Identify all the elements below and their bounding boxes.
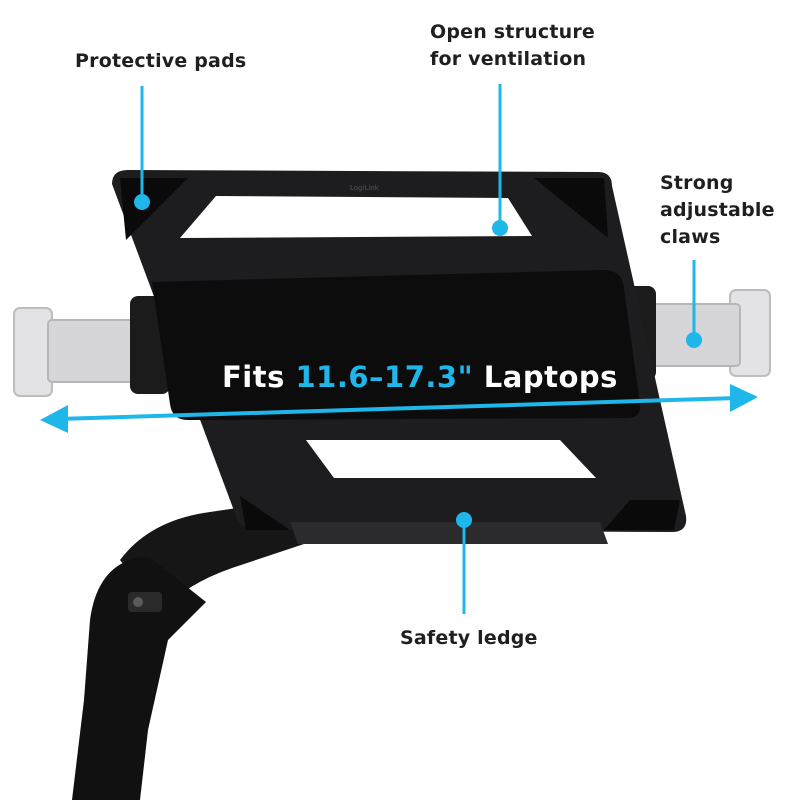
safety-ledge xyxy=(290,522,608,544)
vent-slot-top xyxy=(180,196,532,238)
pointer-dot-icon xyxy=(134,194,150,210)
corner-pad-bottom-right xyxy=(604,500,680,530)
width-arrow-icon xyxy=(40,384,758,433)
pointer-dot-icon xyxy=(456,512,472,528)
callout-open-structure: Open structure for ventilation xyxy=(430,19,595,73)
callout-claws: Strong adjustable claws xyxy=(660,170,775,251)
callout-claws-line3: claws xyxy=(660,226,721,248)
corner-pad-top-left xyxy=(120,178,188,240)
callout-lines xyxy=(140,84,696,614)
brand-mark: LogiLink xyxy=(350,184,380,192)
callout-safety-ledge-text: Safety ledge xyxy=(400,627,538,649)
tray-plate: LogiLink xyxy=(112,170,687,544)
callout-open-structure-line1: Open structure xyxy=(430,21,595,43)
fits-size-range: 11.6–17.3" xyxy=(295,360,474,394)
callout-dots xyxy=(134,194,702,528)
callout-protective-pads: Protective pads xyxy=(75,48,246,75)
fits-headline: Fits 11.6–17.3" Laptops xyxy=(222,360,618,394)
pointer-dot-icon xyxy=(492,220,508,236)
corner-pad-bottom-left xyxy=(240,496,290,530)
corner-pad-top-right xyxy=(534,178,608,238)
fits-prefix: Fits xyxy=(222,360,296,394)
callout-claws-line2: adjustable xyxy=(660,199,775,221)
callout-safety-ledge: Safety ledge xyxy=(400,625,538,652)
pointer-dot-icon xyxy=(686,332,702,348)
callout-claws-line1: Strong xyxy=(660,172,734,194)
fits-suffix: Laptops xyxy=(473,360,618,394)
left-claw xyxy=(13,296,170,397)
vent-slot-bottom xyxy=(306,440,596,478)
callout-open-structure-line2: for ventilation xyxy=(430,48,587,70)
callout-protective-pads-text: Protective pads xyxy=(75,50,247,72)
